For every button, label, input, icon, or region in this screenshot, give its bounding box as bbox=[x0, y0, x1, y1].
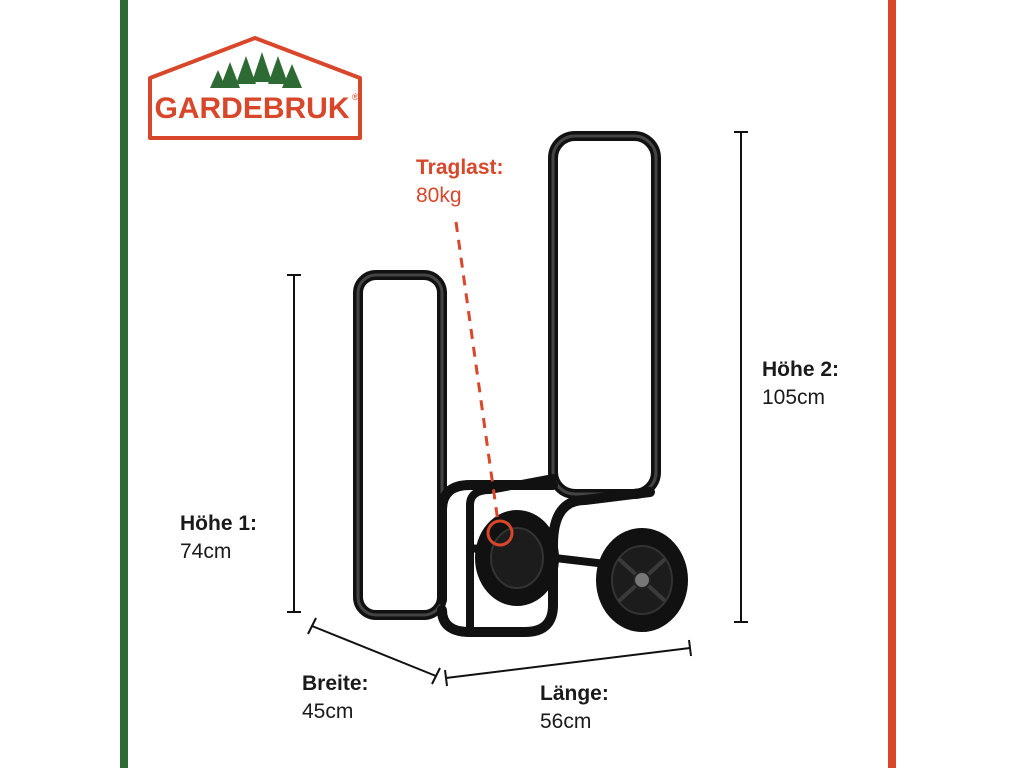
load-capacity-label: Traglast: bbox=[416, 156, 504, 179]
dimension-hoehe2: Höhe 2: 105cm bbox=[762, 356, 839, 412]
firewood-cart-icon bbox=[353, 131, 688, 637]
left-border-band bbox=[0, 0, 128, 768]
dimension-line-breite bbox=[307, 617, 441, 685]
dimension-laenge-label: Länge: bbox=[540, 682, 609, 705]
dimension-hoehe1-label: Höhe 1: bbox=[180, 512, 258, 535]
dimension-line-hoehe2 bbox=[734, 131, 748, 623]
dimension-hoehe2-value: 105cm bbox=[762, 386, 826, 409]
load-capacity: Traglast: 80kg bbox=[416, 154, 504, 210]
dimension-laenge: Länge: 56cm bbox=[540, 680, 609, 736]
load-capacity-value: 80kg bbox=[416, 184, 462, 207]
dimension-laenge-value: 56cm bbox=[540, 710, 592, 733]
tree-icon bbox=[210, 52, 302, 88]
dimension-hoehe1: Höhe 1: 74cm bbox=[180, 510, 257, 566]
traglast-pointer bbox=[454, 221, 514, 547]
logo-wordmark: GARDEBRUK bbox=[155, 92, 350, 125]
dimension-breite-label: Breite: bbox=[302, 672, 369, 695]
registered-mark: ® bbox=[352, 92, 359, 102]
dimension-hoehe1-value: 74cm bbox=[180, 540, 232, 563]
dimension-line-laenge bbox=[444, 639, 692, 687]
dimension-hoehe2-label: Höhe 2: bbox=[762, 358, 840, 381]
dimension-breite-value: 45cm bbox=[302, 700, 354, 723]
dimension-breite: Breite: 45cm bbox=[302, 670, 369, 726]
gardebruk-logo: GARDEBRUK ® bbox=[148, 36, 362, 140]
right-border-band bbox=[888, 0, 1024, 768]
dimension-line-hoehe1 bbox=[287, 274, 301, 613]
